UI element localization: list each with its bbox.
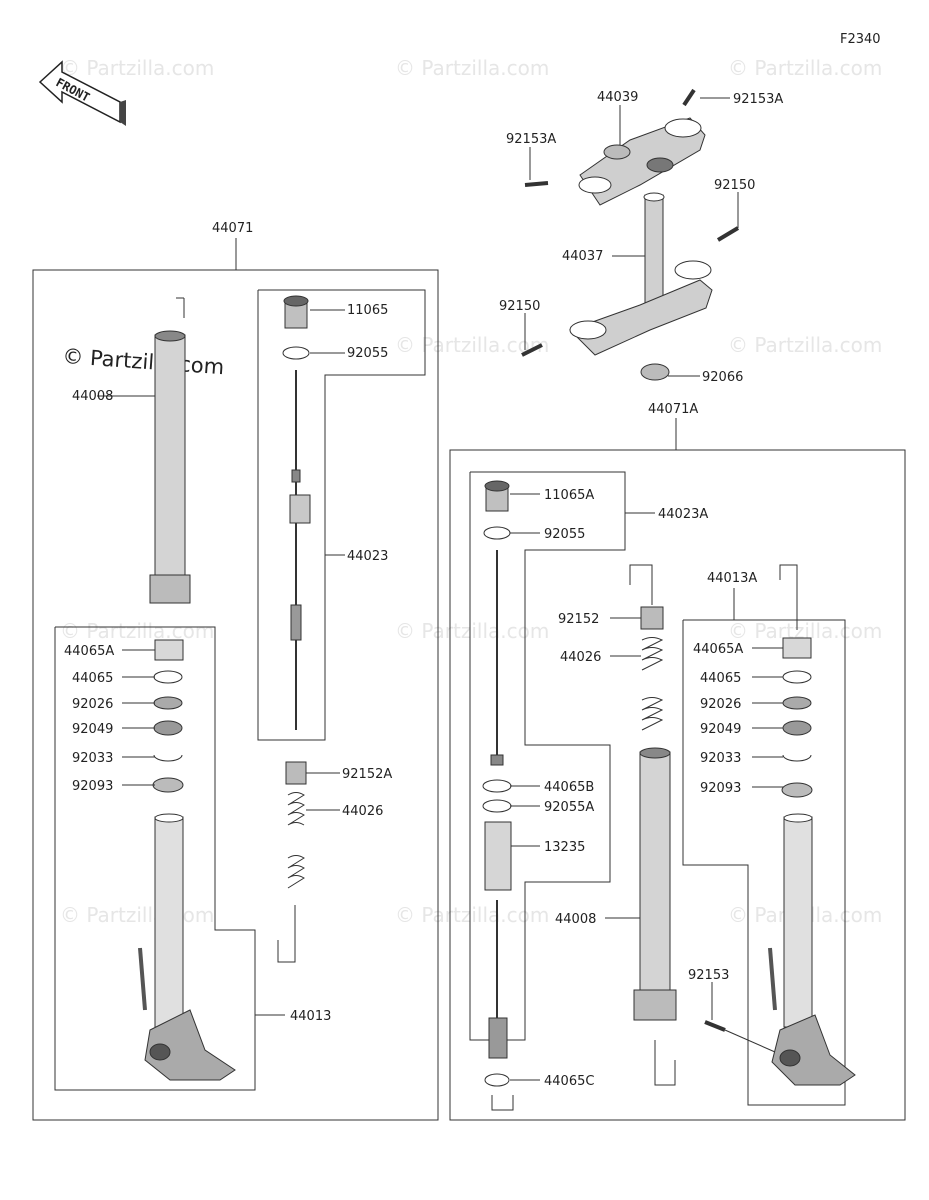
assembly-box-44071 [32,269,439,1121]
part-label: 11065 [347,303,388,318]
leader-lines-top [524,97,739,377]
watermark: © Partzilla.com [60,619,214,643]
watermark: © Partzilla.com [60,56,214,80]
watermark: © Partzilla.com [728,333,882,357]
part-label: 92152 [558,612,599,627]
assembly-box-44071A [449,449,906,1121]
part-label: 11065A [544,488,594,503]
copyright-label: © Partzilla.com [62,344,225,379]
part-label: 44065 [700,671,741,686]
part-label: 92152A [342,767,392,782]
watermark: © Partzilla.com [60,903,214,927]
bushing-seal-stack-right [781,637,813,798]
part-label: 44008 [72,389,113,404]
part-label: 13235 [544,840,585,855]
part-label: 44065B [544,780,594,795]
cartridge-cap [283,295,309,329]
watermark: © Partzilla.com [395,56,549,80]
part-label: 92093 [700,781,741,796]
part-label: 44065 [72,671,113,686]
cartridge-cap-right [484,480,510,512]
part-label: 92049 [72,722,113,737]
outer-tube-right [633,747,677,1086]
part-label: 92049 [700,722,741,737]
leader-lines-right-stack [704,647,783,1053]
bolt-icon [521,88,740,357]
watermark: © Partzilla.com [728,56,882,80]
part-label: 44023A [658,507,708,522]
part-label: 92026 [700,697,741,712]
upper-triple-clamp [578,117,706,206]
stem-cap [640,363,670,381]
part-label: 92033 [700,751,741,766]
part-label: 44008 [555,912,596,927]
part-label: 92153A [506,132,556,147]
part-label: 92153A [733,92,783,107]
o-ring [483,526,511,540]
part-label: 44037 [562,249,603,264]
part-label: 92093 [72,779,113,794]
part-label: 92055 [544,527,585,542]
part-label: 44013A [707,571,757,586]
lower-tube-right [768,813,856,1086]
part-label: 44013 [290,1009,331,1024]
watermark: © Partzilla.com [395,903,549,927]
part-label: 92055A [544,800,594,815]
part-label: 44065A [693,642,743,657]
lower-tube-left [138,813,236,1081]
leader-lines-left-stack [122,649,285,1016]
spring-left [277,761,307,963]
part-label: 44071A [648,402,698,417]
steering-stem [569,192,713,356]
part-label: 44039 [597,90,638,105]
leader-lines-right-cartridge [510,493,540,1081]
spring-right [629,564,664,731]
part-label: 92150 [714,178,755,193]
part-label: 92066 [702,370,743,385]
part-label: 92033 [72,751,113,766]
part-label: 44071 [212,221,253,236]
part-label: 44065C [544,1074,594,1089]
part-label: 92026 [72,697,113,712]
part-label: 92150 [499,299,540,314]
part-label: 44023 [347,549,388,564]
part-label: 44026 [342,804,383,819]
figure-code: F2340 [840,32,881,47]
o-ring [282,346,310,360]
damper-rod [289,370,311,730]
watermark: © Partzilla.com [395,619,549,643]
part-label: 44065A [64,644,114,659]
bushing-seal-stack-left [152,639,184,793]
part-label: 92055 [347,346,388,361]
outer-tube [149,297,191,604]
part-label: 44026 [560,650,601,665]
part-label: 92153 [688,968,729,983]
